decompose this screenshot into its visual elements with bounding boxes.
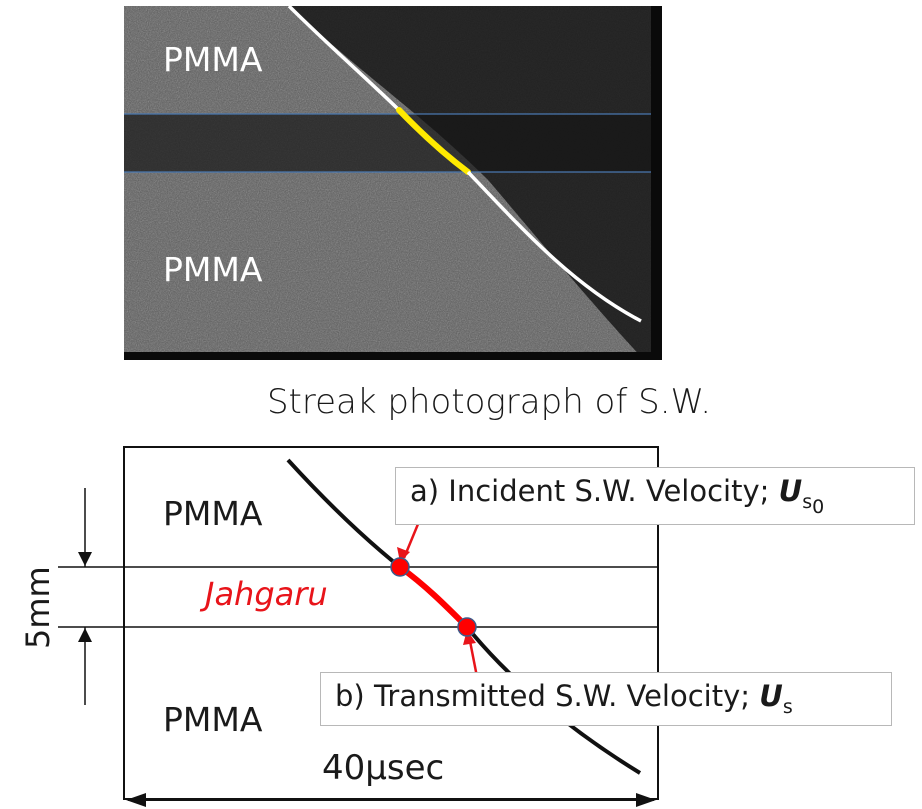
callout-a-text: a) Incident S.W. Velocity; <box>410 474 779 508</box>
callout-a-symbol: U <box>778 474 803 508</box>
time-arrow-left <box>126 793 146 807</box>
callout-incident-velocity: a) Incident S.W. Velocity; Us0 <box>395 467 915 525</box>
photo-top-material-label: PMMA <box>163 40 263 79</box>
photo-right-border <box>651 6 662 360</box>
diagram-bottom-material-label: PMMA <box>163 700 263 739</box>
time-arrow-right <box>636 793 656 807</box>
sample-material-label: Jahgaru <box>205 575 328 613</box>
dimension-arrow-bottom <box>78 628 92 642</box>
photo-shock-front-lower <box>466 170 642 323</box>
callout-a-subsubscript: 0 <box>812 495 825 518</box>
photo-shock-front-upper <box>287 6 401 112</box>
diagram-shock-front-sample <box>398 564 470 630</box>
diagram-top-material-label: PMMA <box>163 494 263 533</box>
time-dimension-label: 40μsec <box>322 748 445 788</box>
photo-bottom-border <box>124 352 662 360</box>
callout-transmitted-velocity: b) Transmitted S.W. Velocity; Us <box>320 672 892 726</box>
photo-caption: Streak photograph of S.W. <box>266 382 712 422</box>
dimension-arrow-top <box>78 552 92 566</box>
transmitted-point-marker <box>457 617 477 637</box>
diagram-shock-front-upper <box>286 458 402 569</box>
incident-point-marker <box>390 557 410 577</box>
callout-b-symbol: U <box>759 679 783 713</box>
callout-b-subscript: s <box>782 695 793 718</box>
photo-bottom-material-label: PMMA <box>163 250 263 289</box>
thickness-dimension-label: 5mm <box>19 566 57 649</box>
streak-photograph <box>124 6 662 360</box>
callout-a-subscript: s0 <box>802 490 825 518</box>
photo-shock-front-sample <box>396 107 471 175</box>
callout-b-text: b) Transmitted S.W. Velocity; <box>335 679 760 713</box>
